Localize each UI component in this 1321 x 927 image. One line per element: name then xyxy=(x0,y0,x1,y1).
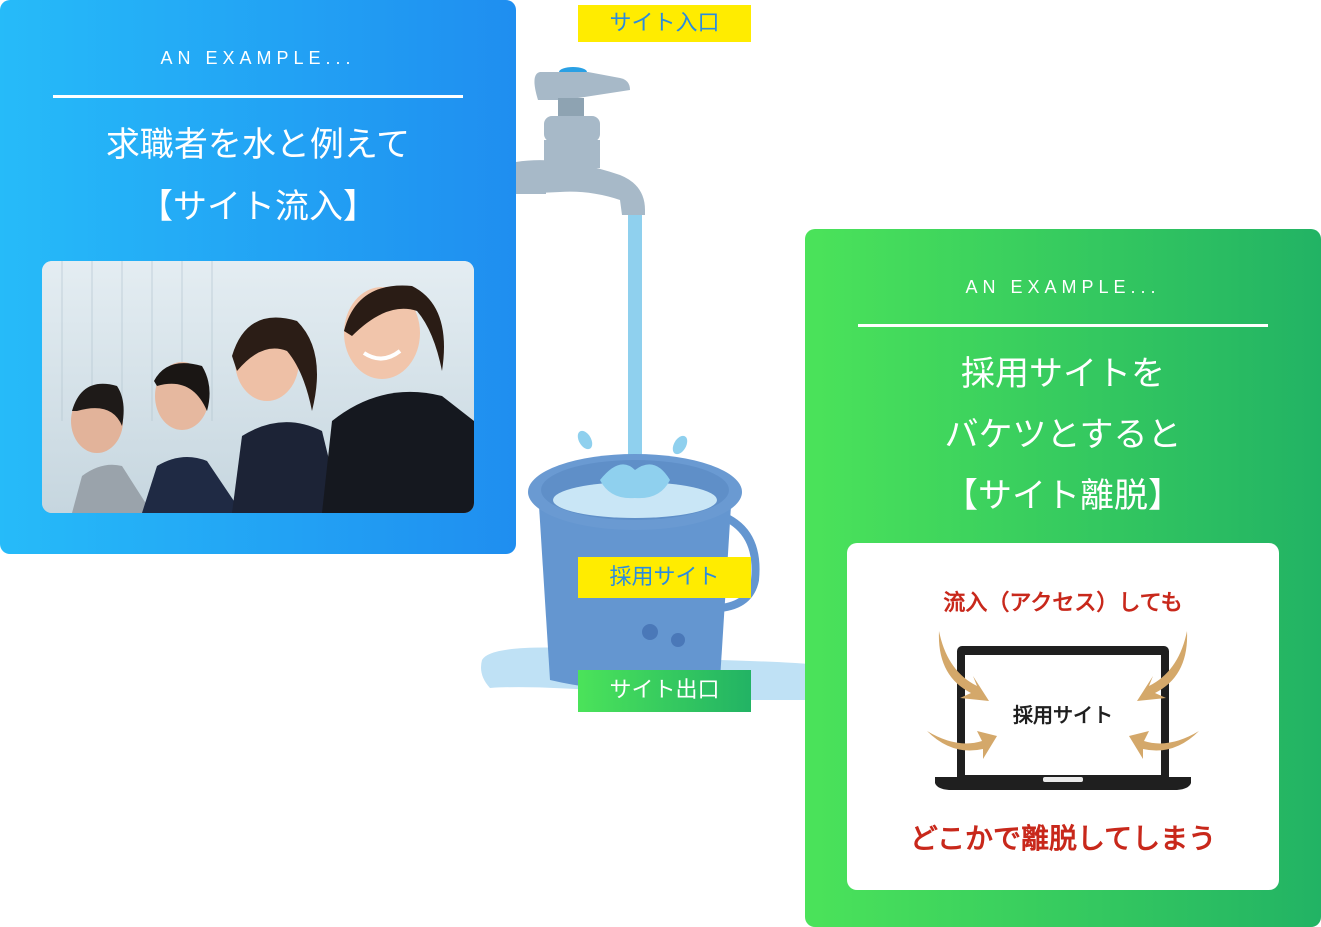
laptop-icon xyxy=(927,631,1199,790)
exit-caption: どこかで離脱してしまう xyxy=(909,822,1217,855)
eyebrow-label: AN EXAMPLE... xyxy=(965,277,1161,297)
site-entrance-label: サイト入口 xyxy=(578,5,751,42)
headline-line-3: 【サイト離脱】 xyxy=(944,476,1182,516)
headline-line-2: 【サイト流入】 xyxy=(139,187,377,227)
faucet-icon xyxy=(516,67,645,215)
recruitment-site-label: 採用サイト xyxy=(578,557,751,598)
water-stream-icon xyxy=(628,215,642,475)
laptop-screen-text: 採用サイト xyxy=(1013,703,1113,727)
inflow-arrows-icon xyxy=(927,631,1199,759)
job-seekers-photo xyxy=(42,261,474,513)
headline-line-1: 求職者を水と例えて xyxy=(105,125,411,165)
inflow-caption: 流入（アクセス）しても xyxy=(943,591,1183,616)
bucket-analogy-card: AN EXAMPLE... 採用サイトを バケツとすると 【サイト離脱】 流入（… xyxy=(805,229,1321,927)
site-exit-label: サイト出口 xyxy=(578,670,751,712)
water-analogy-card: AN EXAMPLE... 求職者を水と例えて 【サイト流入】 xyxy=(0,0,516,554)
eyebrow-label: AN EXAMPLE... xyxy=(160,48,356,68)
faucet-bucket-illustration xyxy=(481,67,820,700)
headline-line-1: 採用サイトを xyxy=(961,354,1165,394)
divider xyxy=(858,324,1268,327)
people-illustration-icon xyxy=(42,261,474,513)
site-exit-explanation-panel: 流入（アクセス）しても 採用サイト どこかで離脱してしまう xyxy=(847,543,1279,890)
headline-line-2: バケツとすると xyxy=(944,415,1182,455)
divider xyxy=(53,95,463,98)
